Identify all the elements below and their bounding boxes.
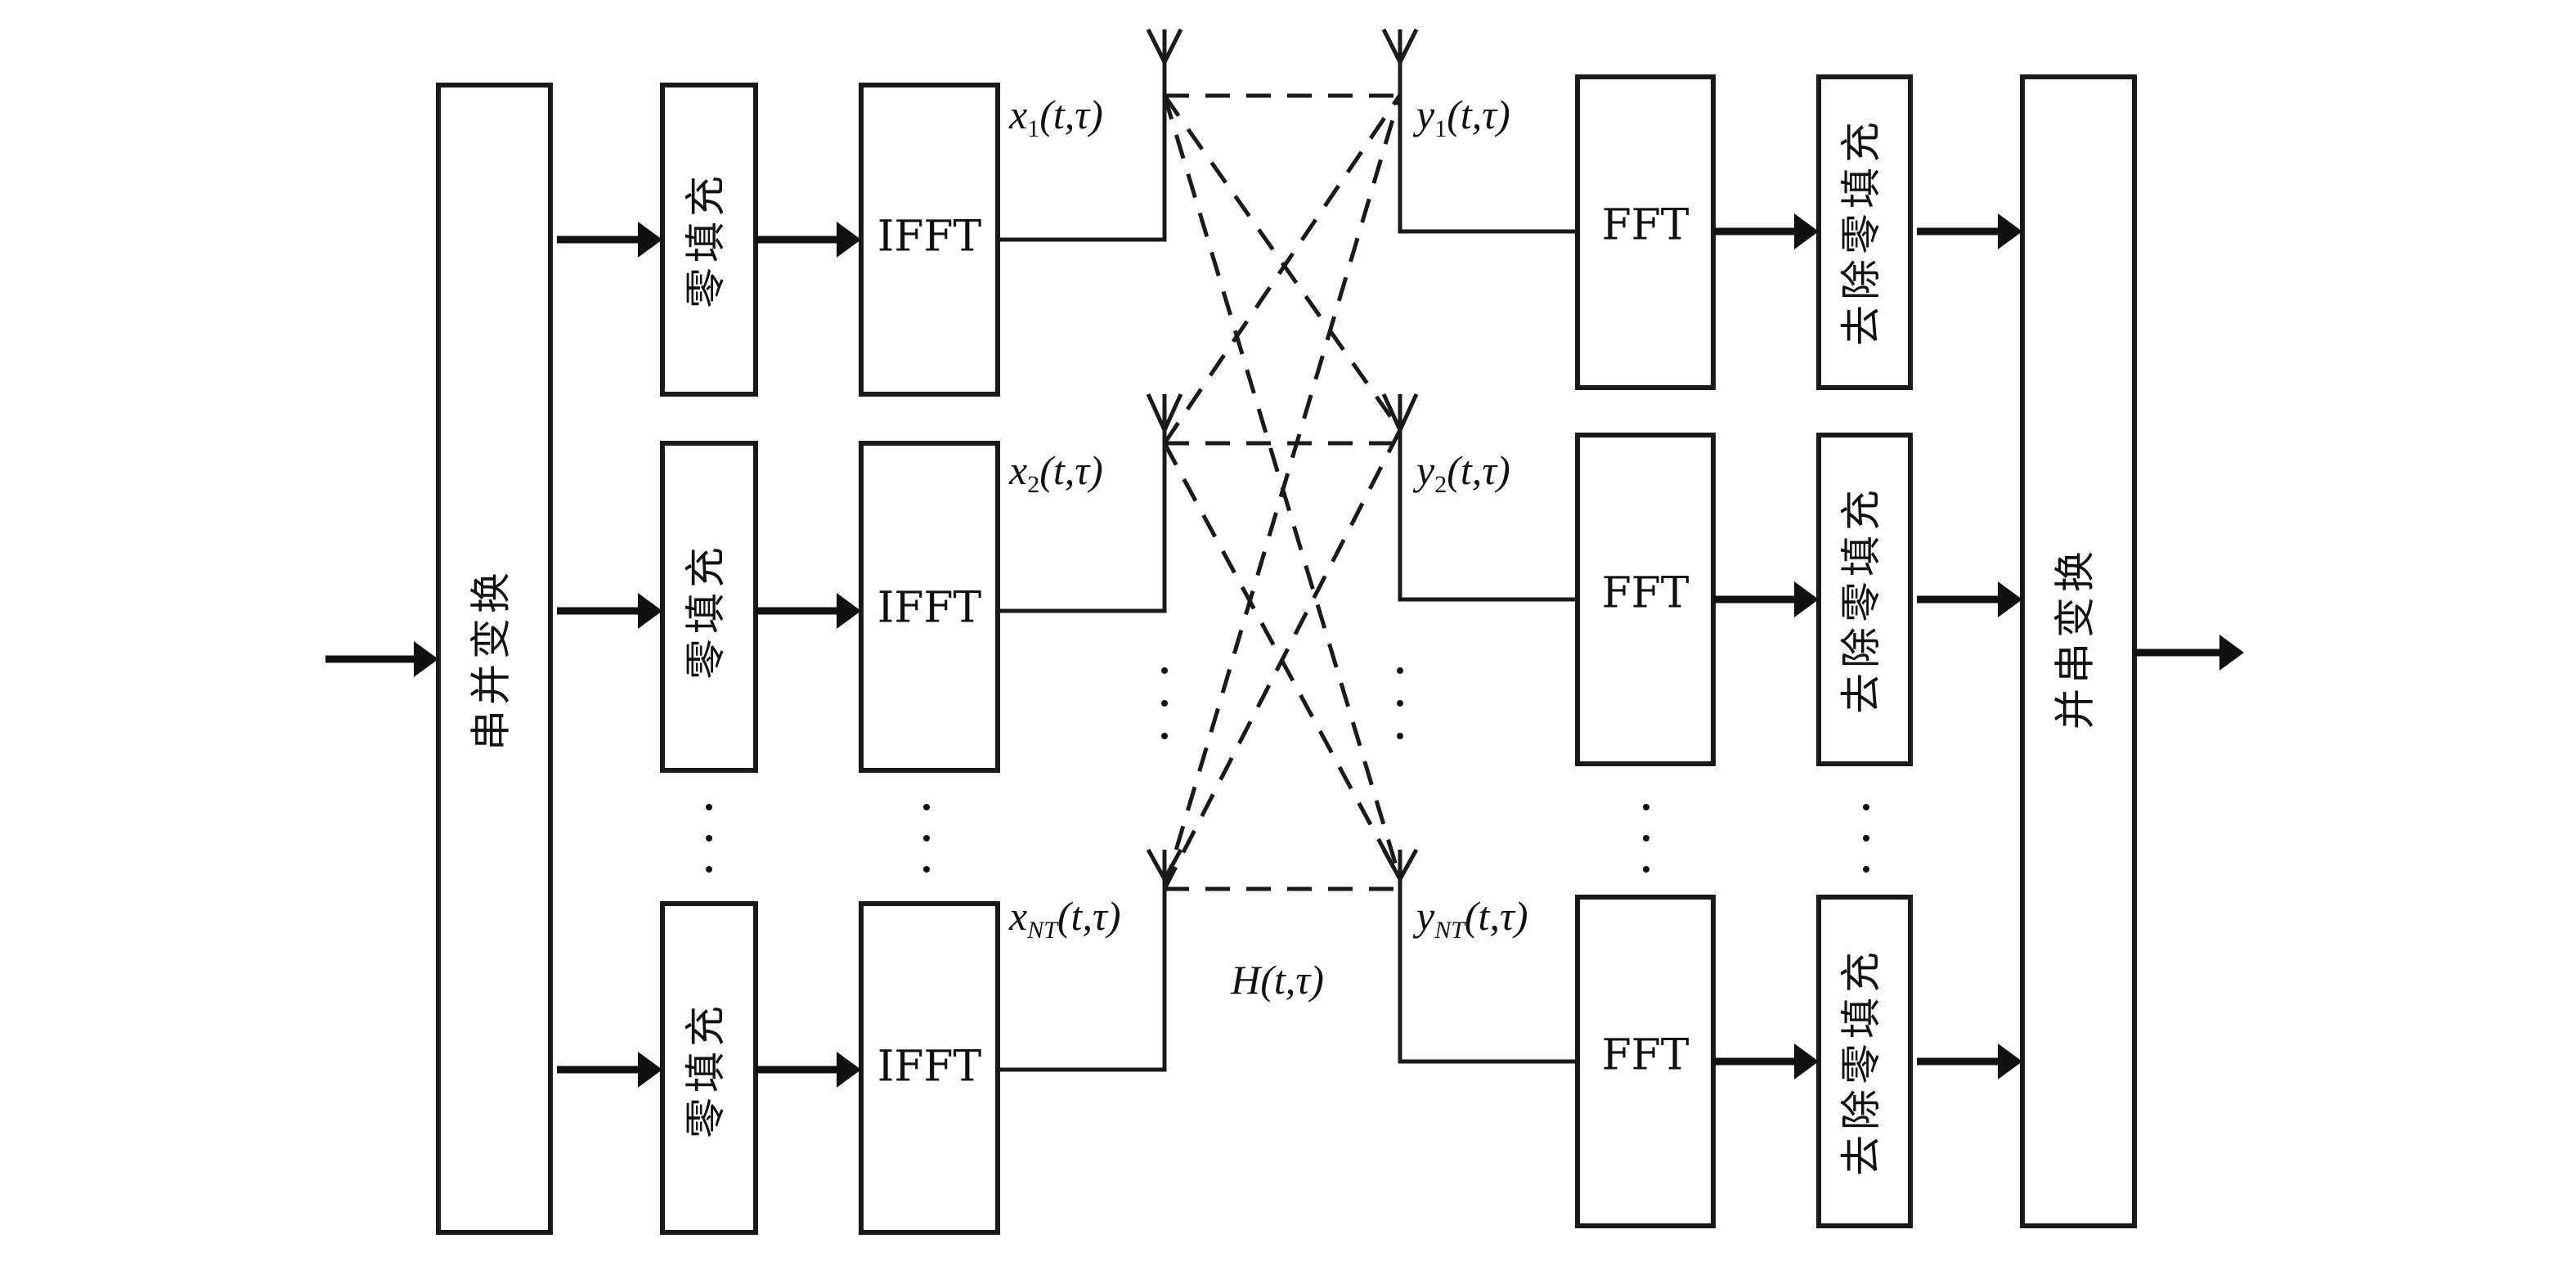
connection-wires [998, 62, 1577, 1072]
branch-NT-remove-zero-padding-label: 去除零填充 [1838, 947, 1885, 1176]
branch-1-fft-label: FFT [1602, 201, 1690, 250]
ellipsis-dot-4-1 [1397, 667, 1403, 674]
branch-2-rx-antenna-icon [1381, 393, 1419, 436]
ellipsis-dot-6-3 [1863, 866, 1869, 873]
branch-2-ifft-block [859, 441, 1000, 773]
branch-1-zero-padding-label: 零填充 [682, 171, 729, 308]
branch-NT-ifft-label: IFFT [877, 1043, 982, 1092]
branch-1-ifft-label: IFFT [877, 213, 982, 262]
branch-1-rx-signal-label: y1(t,τ) [1412, 92, 1510, 142]
output-arrow-head [2219, 635, 2244, 671]
ellipsis-dots [706, 667, 1869, 873]
branch-NT-rx-antenna-icon [1381, 848, 1419, 884]
branch-2-tx-wire [998, 430, 1167, 613]
branch-2-fft-label: FFT [1602, 569, 1690, 618]
cross-path-tx1-rx2 [1162, 94, 1402, 432]
ellipsis-dot-3-2 [1161, 700, 1168, 707]
ellipsis-dot-3-1 [1161, 667, 1168, 674]
branch-NT-sp-to-zp-arrow-head [638, 1052, 662, 1088]
ellipsis-dot-1-1 [706, 804, 712, 810]
branch-1-fft-block [1575, 74, 1716, 390]
branch-NT-tx-signal-label: xNT(t,τ) [1008, 893, 1121, 944]
branch-1-tx-antenna-icon [1146, 28, 1183, 67]
branch-1-remove-zero-padding-label: 去除零填充 [1838, 117, 1885, 346]
branch-NT-ifft-block [859, 901, 1000, 1235]
ellipsis-dot-2-3 [923, 866, 930, 873]
branch-2-zero-padding-block [660, 441, 758, 773]
branch-NT-fft-block [1575, 895, 1716, 1228]
branch-1-tx-wire [998, 62, 1167, 242]
branch-NT-zp-to-ifft-arrow-head [837, 1052, 861, 1088]
ellipsis-dot-2-1 [923, 804, 930, 810]
ellipsis-dot-3-3 [1161, 733, 1168, 739]
channel-label: H(t,τ) [1230, 957, 1324, 1003]
cross-path-tx2-rx1 [1162, 93, 1402, 445]
branch-2-rz-to-ps-arrow-head [1998, 581, 2022, 617]
branch-NT-fft-to-rz-arrow-head [1794, 1043, 1819, 1079]
branch-1-ifft-block [859, 83, 1000, 397]
cross-path-tx3-rx1 [1162, 94, 1402, 890]
antennas [1146, 28, 1419, 884]
branch-1-zp-to-ifft-arrow-head [837, 222, 861, 258]
branch-2-tx-signal-label: x2(t,τ) [1008, 447, 1103, 498]
branch-2-rx-signal-label: y2(t,τ) [1412, 447, 1510, 498]
branch-NT-tx-antenna-icon [1146, 848, 1183, 884]
branch-2-zero-padding-label: 零填充 [682, 542, 729, 680]
branch-NT-zero-padding-label: 零填充 [682, 1001, 729, 1138]
branch-NT-rx-wire [1398, 879, 1577, 1064]
branch-1-tx-signal-label: x1(t,τ) [1008, 92, 1103, 142]
parallel-to-serial-label: 并串变换 [2052, 546, 2099, 729]
branch-2-rx-wire [1398, 430, 1577, 602]
branch-2-remove-zero-padding-label: 去除零填充 [1838, 485, 1885, 714]
branch-1-remove-zero-padding-block [1816, 74, 1913, 390]
branch-NT-zero-padding-block [660, 901, 758, 1235]
branch-NT-rz-to-ps-arrow-head [1998, 1043, 2022, 1079]
serial-to-parallel-block [436, 83, 553, 1235]
ellipsis-dot-6-2 [1863, 835, 1869, 841]
branch-2-remove-zero-padding-block [1816, 433, 1913, 766]
input-arrow-head [414, 641, 438, 677]
branch-1-rz-to-ps-arrow-head [1998, 213, 2022, 249]
ellipsis-dot-5-1 [1643, 804, 1649, 810]
branch-1-zero-padding-block [660, 83, 758, 397]
ellipsis-dot-2-2 [923, 835, 930, 841]
branch-NT-remove-zero-padding-block [1816, 895, 1913, 1228]
ellipsis-dot-6-1 [1863, 804, 1869, 810]
branch-NT-tx-wire [998, 879, 1167, 1072]
branch-1-rx-wire [1398, 62, 1577, 234]
processing-blocks [436, 74, 2137, 1235]
branch-1-sp-to-zp-arrow-head [638, 222, 662, 258]
cross-path-tx3-rx2 [1162, 429, 1402, 891]
ellipsis-dot-4-3 [1397, 733, 1403, 739]
ellipsis-dot-5-3 [1643, 866, 1649, 873]
branch-2-zp-to-ifft-arrow-head [837, 593, 861, 629]
ellipsis-dot-5-2 [1643, 835, 1649, 841]
branch-2-sp-to-zp-arrow-head [638, 593, 662, 629]
branch-2-fft-block [1575, 433, 1716, 766]
branch-NT-rx-signal-label: yNT(t,τ) [1412, 893, 1528, 944]
branch-NT-fft-label: FFT [1602, 1031, 1690, 1080]
ellipsis-dot-1-2 [706, 835, 712, 841]
branch-2-ifft-label: IFFT [877, 584, 982, 633]
branch-1-fft-to-rz-arrow-head [1794, 213, 1819, 249]
channel-paths [1162, 93, 1402, 891]
signal-arrows [325, 213, 2244, 1088]
branch-2-fft-to-rz-arrow-head [1794, 581, 1819, 617]
branch-1-rx-antenna-icon [1381, 28, 1419, 67]
branch-2-tx-antenna-icon [1146, 393, 1183, 436]
ellipsis-dot-4-2 [1397, 700, 1403, 707]
ellipsis-dot-1-3 [706, 866, 712, 873]
serial-to-parallel-label: 串并变换 [468, 568, 515, 751]
parallel-to-serial-block [2020, 74, 2137, 1228]
